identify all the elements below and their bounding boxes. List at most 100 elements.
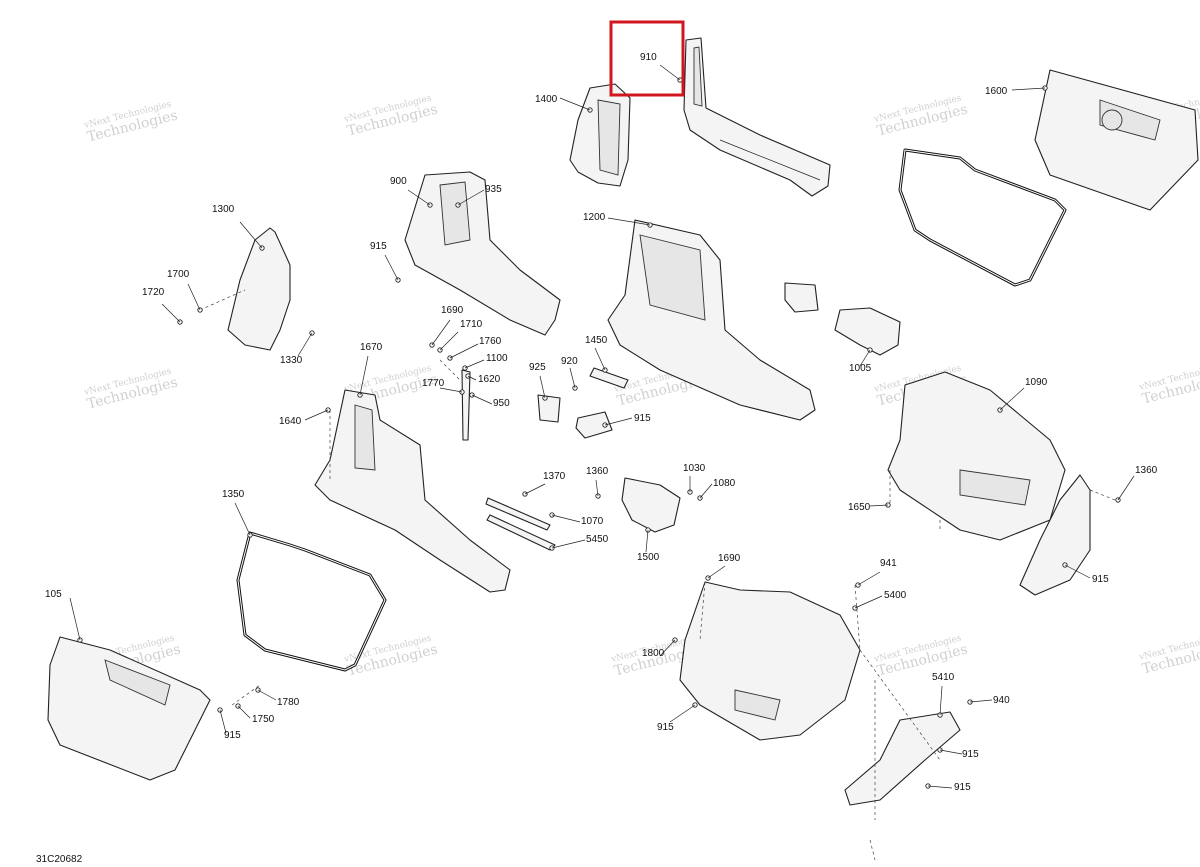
part-label-1800[interactable]: 1800 xyxy=(642,648,665,659)
part-label-1070[interactable]: 1070 xyxy=(581,516,604,527)
part-label-915[interactable]: 915 xyxy=(962,749,979,760)
part-1400-bracket[interactable] xyxy=(569,83,631,187)
part-label-950[interactable]: 950 xyxy=(493,398,510,409)
leader-line xyxy=(1011,87,1046,91)
leader-line xyxy=(969,699,993,703)
part-label-915[interactable]: 915 xyxy=(224,730,241,741)
part-label-1330[interactable]: 1330 xyxy=(280,355,303,366)
part-label-915[interactable]: 915 xyxy=(1092,574,1109,585)
part-5400-panel[interactable] xyxy=(844,711,961,806)
part-label-1710[interactable]: 1710 xyxy=(460,319,483,330)
part-label-941[interactable]: 941 xyxy=(880,558,897,569)
part-label-5400[interactable]: 5400 xyxy=(884,590,907,601)
part-label-1620[interactable]: 1620 xyxy=(478,374,501,385)
leader-line xyxy=(524,483,546,495)
part-1600-door[interactable] xyxy=(1034,69,1199,211)
part-label-1360[interactable]: 1360 xyxy=(1135,465,1158,476)
part-940-tub[interactable] xyxy=(679,581,861,741)
part-label-940[interactable]: 940 xyxy=(993,695,1010,706)
leader-line xyxy=(439,331,459,351)
leader-line xyxy=(594,347,606,371)
part-label-1500[interactable]: 1500 xyxy=(637,552,660,563)
leader-line xyxy=(645,529,649,553)
part-label-935[interactable]: 935 xyxy=(485,184,502,195)
part-label-1690[interactable]: 1690 xyxy=(718,553,741,564)
part-label-1650[interactable]: 1650 xyxy=(848,502,871,513)
part-label-910[interactable]: 910 xyxy=(640,52,657,63)
part-label-900[interactable]: 900 xyxy=(390,176,407,187)
leader-line xyxy=(551,539,586,549)
part-label-1005[interactable]: 1005 xyxy=(849,363,872,374)
leader-line xyxy=(707,565,726,579)
highlight-box xyxy=(609,20,685,97)
part-1620-bracket[interactable] xyxy=(537,394,561,423)
part-1450-box[interactable] xyxy=(834,307,901,356)
part-label-1080[interactable]: 1080 xyxy=(713,478,736,489)
leader-line xyxy=(607,217,651,226)
part-900-frame[interactable] xyxy=(404,171,561,336)
part-label-1690[interactable]: 1690 xyxy=(441,305,464,316)
part-label-925[interactable]: 925 xyxy=(529,362,546,373)
part-950-compartment[interactable] xyxy=(887,371,1066,541)
part-label-1600[interactable]: 1600 xyxy=(985,86,1008,97)
part-label-1100[interactable]: 1100 xyxy=(486,353,508,364)
part-label-1780[interactable]: 1780 xyxy=(277,697,300,708)
leader-line xyxy=(939,685,943,716)
leader-line xyxy=(297,332,313,357)
part-label-1200[interactable]: 1200 xyxy=(583,212,606,223)
part-label-1030[interactable]: 1030 xyxy=(683,463,706,474)
part-small-bracket[interactable] xyxy=(784,282,819,313)
part-1080-rail[interactable] xyxy=(485,497,556,551)
part-label-915[interactable]: 915 xyxy=(657,722,674,733)
part-1670-strap[interactable] xyxy=(461,369,471,441)
part-label-1400[interactable]: 1400 xyxy=(535,94,558,105)
part-label-5450[interactable]: 5450 xyxy=(586,534,609,545)
leader-line xyxy=(457,189,485,206)
part-label-1750[interactable]: 1750 xyxy=(252,714,275,725)
part-label-1700[interactable]: 1700 xyxy=(167,269,190,280)
part-label-1720[interactable]: 1720 xyxy=(142,287,165,298)
leader-line xyxy=(857,571,881,586)
part-label-920[interactable]: 920 xyxy=(561,356,578,367)
part-label-1760[interactable]: 1760 xyxy=(479,336,502,347)
part-label-1350[interactable]: 1350 xyxy=(222,489,245,500)
part-label-1370[interactable]: 1370 xyxy=(543,471,566,482)
part-5450-panel[interactable] xyxy=(1019,474,1091,596)
part-label-915[interactable]: 915 xyxy=(954,782,971,793)
leader-line xyxy=(539,375,546,399)
part-1500-door[interactable] xyxy=(47,636,211,781)
part-label-1640[interactable]: 1640 xyxy=(279,416,302,427)
part-label-1770[interactable]: 1770 xyxy=(422,378,445,389)
part-1300-side-panel[interactable] xyxy=(227,227,291,351)
part-1640-bracket[interactable] xyxy=(575,411,613,439)
leader-line xyxy=(384,254,399,281)
leader-line xyxy=(869,504,889,507)
part-label-5410[interactable]: 5410 xyxy=(932,672,955,683)
leader-line xyxy=(927,785,953,789)
part-label-915[interactable]: 915 xyxy=(634,413,651,424)
seal-upper-right[interactable] xyxy=(898,148,1067,287)
part-920-bracket[interactable] xyxy=(589,367,629,389)
part-label-105[interactable]: 105 xyxy=(45,589,62,600)
part-label-915[interactable]: 915 xyxy=(370,241,387,252)
part-1100-frame[interactable] xyxy=(314,389,511,593)
part-label-1360[interactable]: 1360 xyxy=(586,466,609,477)
seal-left[interactable] xyxy=(236,531,387,672)
part-label-1670[interactable]: 1670 xyxy=(360,342,383,353)
part-label-1450[interactable]: 1450 xyxy=(585,335,608,346)
part-label-1090[interactable]: 1090 xyxy=(1025,377,1048,388)
part-1200-console[interactable] xyxy=(607,219,816,421)
leader-line xyxy=(304,409,329,421)
part-label-1300[interactable]: 1300 xyxy=(212,204,235,215)
leader-line xyxy=(854,595,883,609)
part-1350-box[interactable] xyxy=(621,477,681,533)
leader-line xyxy=(559,97,591,111)
assembly-lines xyxy=(199,289,1116,861)
part-910-panel[interactable] xyxy=(683,37,831,197)
leader-line xyxy=(859,349,871,367)
